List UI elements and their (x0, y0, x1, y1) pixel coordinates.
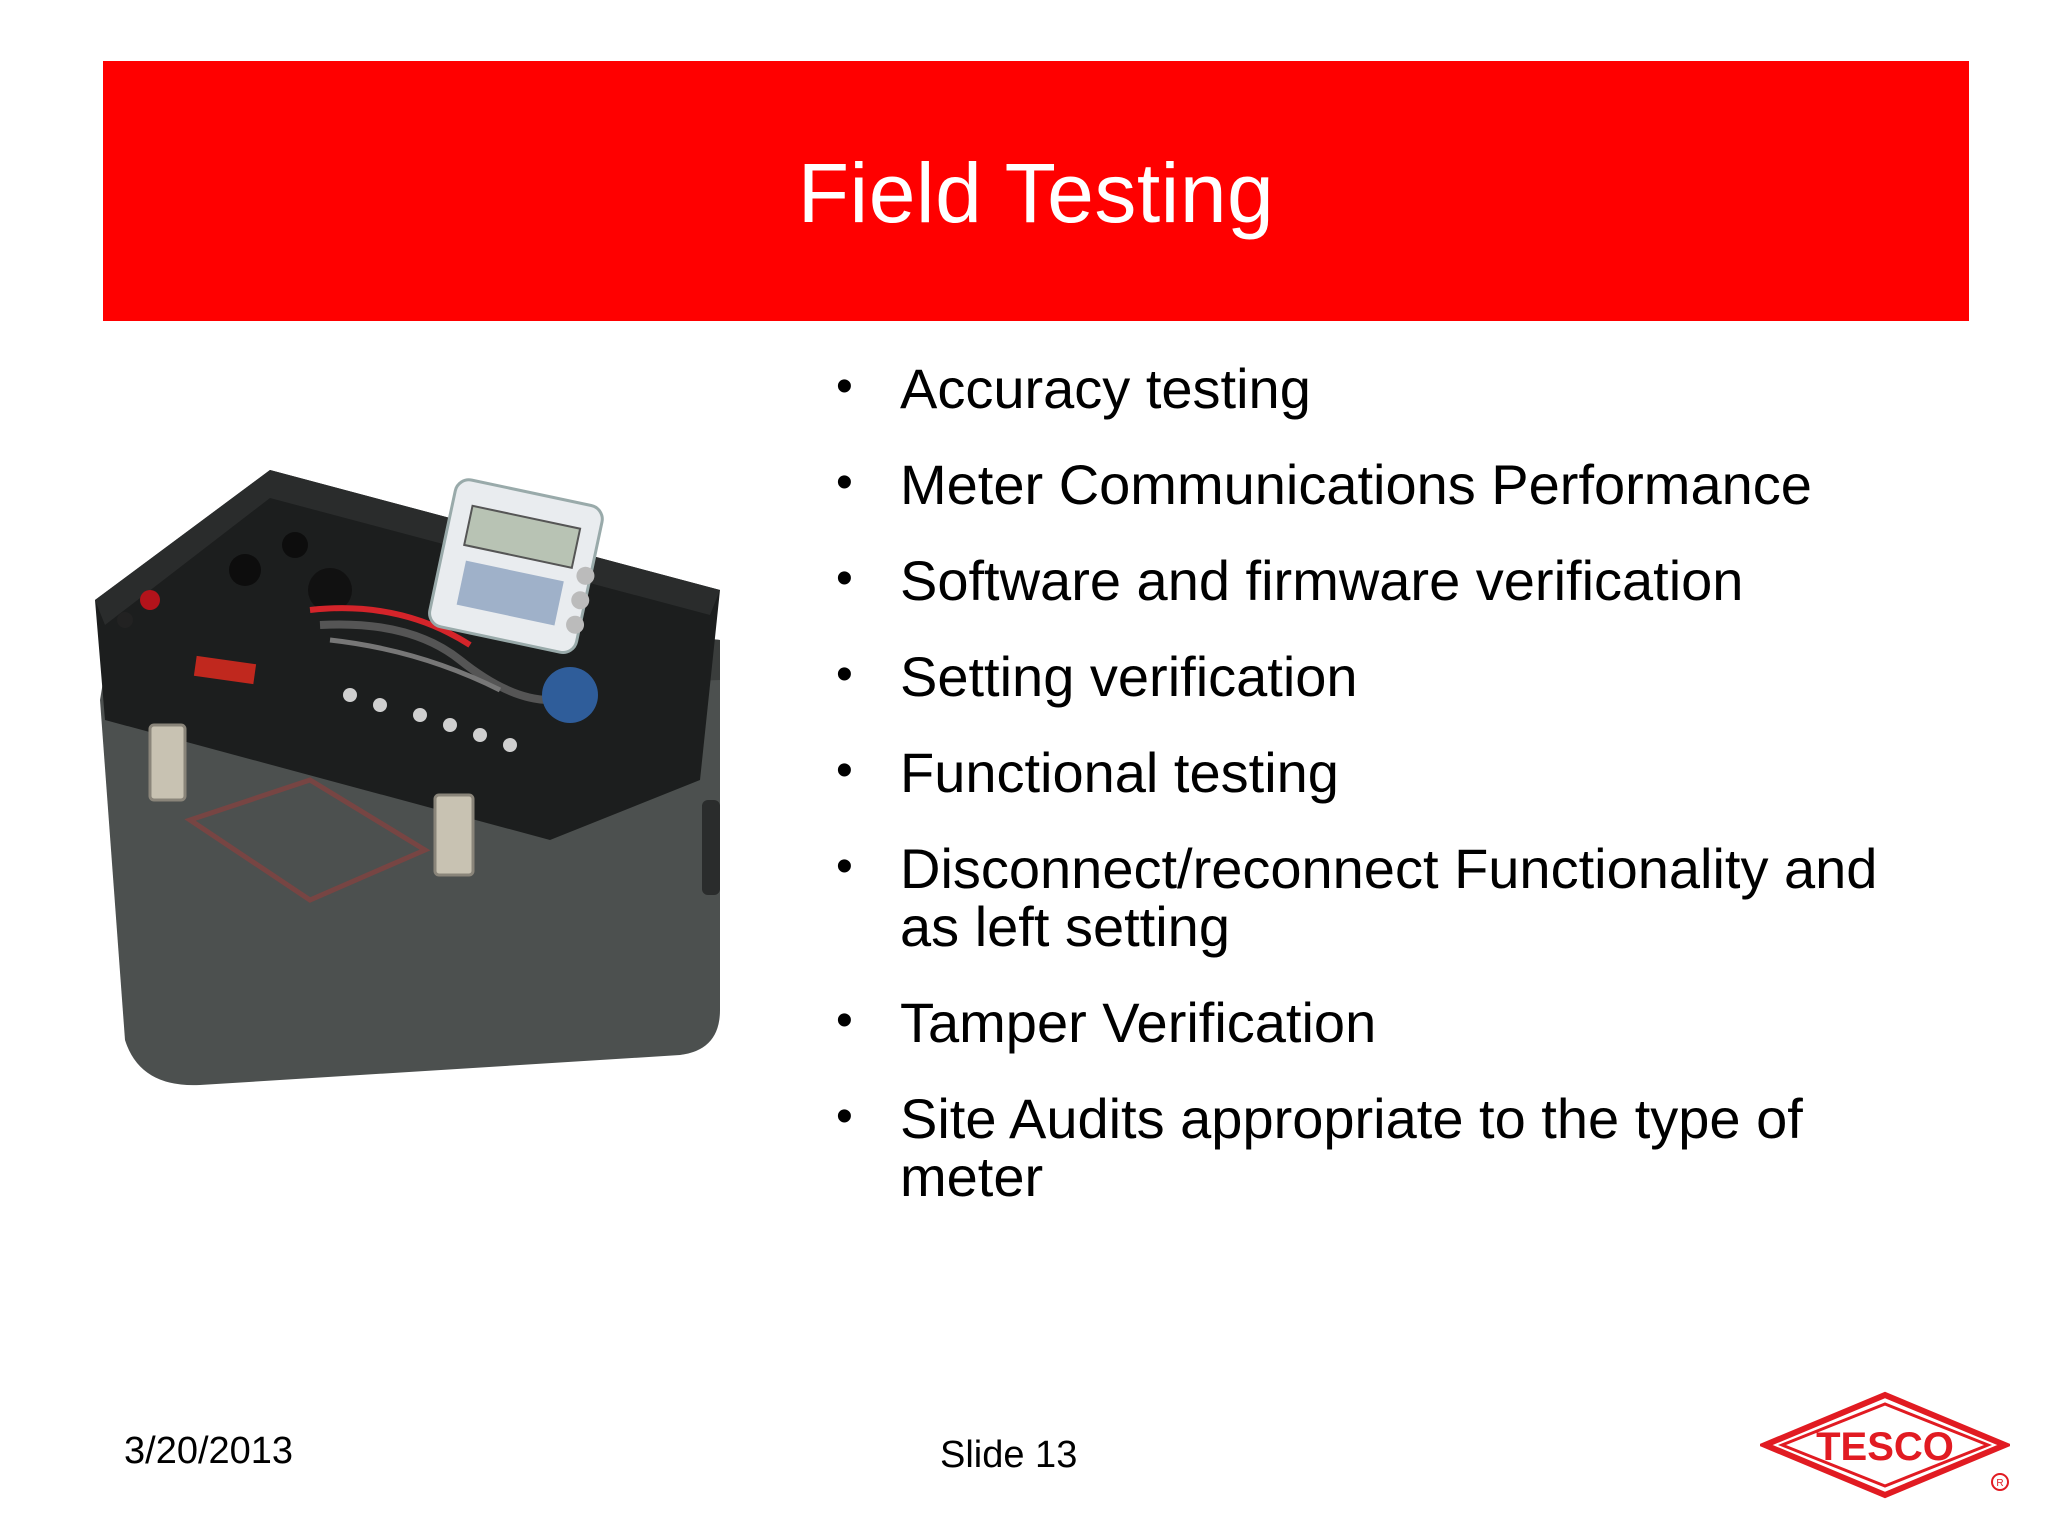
title-bar: Field Testing (103, 61, 1969, 321)
logo-text: TESCO (1816, 1425, 1954, 1469)
bullet-dot: • (836, 552, 853, 605)
bullet-dot: • (836, 840, 853, 893)
registered-mark: R (1996, 1478, 2003, 1489)
bullet-item: •Site Audits appropriate to the type of … (836, 1087, 1803, 1208)
tesco-logo-icon: TESCO R (1760, 1391, 2010, 1499)
bullet-dot: • (836, 994, 853, 1047)
bullet-item: •Functional testing (836, 741, 1339, 804)
bullet-item: •Disconnect/reconnect Functionality and … (836, 837, 1878, 958)
bullet-item: •Software and firmware verification (836, 549, 1744, 612)
slide-title: Field Testing (797, 145, 1275, 240)
bullet-dot: • (836, 1090, 853, 1143)
meter-test-kit-photo (95, 470, 720, 1086)
bullet-item: •Meter Communications Performance (836, 453, 1812, 516)
bullet-item: •Setting verification (836, 645, 1358, 708)
bullet-dot: • (836, 360, 853, 413)
footer-slide-number: Slide 13 (940, 1434, 1078, 1476)
bullet-item: •Accuracy testing (836, 357, 1311, 420)
footer-date: 3/20/2013 (124, 1430, 294, 1472)
bullet-list: •Accuracy testing •Meter Communications … (828, 360, 1948, 1244)
bullet-dot: • (836, 648, 853, 701)
standard-meter (428, 478, 604, 654)
bullet-dot: • (836, 744, 853, 797)
bullet-dot: • (836, 456, 853, 509)
bullet-item: •Tamper Verification (836, 991, 1377, 1054)
